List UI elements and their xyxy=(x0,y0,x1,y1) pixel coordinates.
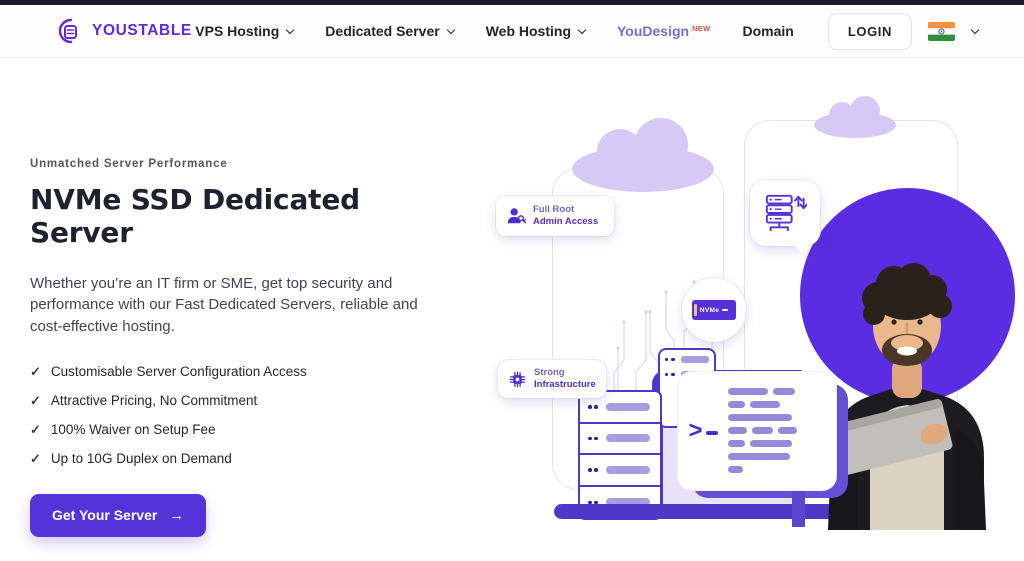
brand-name: YOUSTABLE xyxy=(92,22,192,39)
cloud-icon xyxy=(814,96,896,138)
laptop-base xyxy=(554,504,860,519)
main-nav: VPS Hosting Dedicated Server Web Hosting… xyxy=(195,23,794,39)
nav-item-web-hosting[interactable]: Web Hosting xyxy=(485,23,587,39)
strong-infrastructure-badge: Strong Infrastructure xyxy=(498,360,606,398)
nvme-ssd-icon: NVMe xyxy=(692,300,736,320)
prompt-dash xyxy=(705,431,718,435)
server-slot xyxy=(680,356,709,363)
server-rack xyxy=(578,390,662,520)
nvme-label: NVMe xyxy=(699,306,720,314)
brand-logo-icon xyxy=(58,18,77,44)
feature-item: ✓ 100% Waiver on Setup Fee xyxy=(30,422,435,438)
check-icon: ✓ xyxy=(30,421,41,437)
server-speech-bubble xyxy=(750,180,820,246)
person-photo xyxy=(828,263,986,530)
server-led xyxy=(665,372,669,377)
hero-copy: Unmatched Server Performance NVMe SSD De… xyxy=(30,158,435,537)
server-rack-unit xyxy=(580,487,660,519)
server-rack-unit xyxy=(580,392,660,424)
feature-item: ✓ Up to 10G Duplex on Demand xyxy=(30,451,435,467)
arrow-right-icon: → xyxy=(169,506,185,524)
nav-item-domain[interactable]: Domain xyxy=(742,23,793,39)
check-icon: ✓ xyxy=(30,363,41,379)
server-transfer-icon xyxy=(765,194,807,232)
nav-item-dedicated-server[interactable]: Dedicated Server xyxy=(325,23,455,39)
nav-item-label: Domain xyxy=(742,23,794,39)
server-led xyxy=(671,357,675,362)
nav-item-label: VPS Hosting xyxy=(195,23,280,39)
badge-line: Admin Access xyxy=(533,216,599,227)
nav-item-label: Dedicated Server xyxy=(325,23,440,39)
chevron-down-icon xyxy=(286,25,295,34)
admin-key-icon xyxy=(507,208,526,224)
badge-line: Full Root xyxy=(533,204,575,216)
cta-label: Get Your Server xyxy=(52,507,158,524)
feature-text: 100% Waiver on Setup Fee xyxy=(50,422,216,438)
feature-item: ✓ Customisable Server Configuration Acce… xyxy=(30,364,435,380)
server-rack-unit xyxy=(580,424,660,455)
terminal-code-lines xyxy=(728,372,836,490)
brand-logo[interactable]: YOUSTABLE xyxy=(58,18,192,44)
chip-icon xyxy=(509,371,526,387)
header-right-group: LOGIN xyxy=(827,12,980,50)
feature-text: Customisable Server Configuration Access xyxy=(50,364,307,380)
cloud-icon xyxy=(572,118,714,192)
chevron-down-icon xyxy=(970,25,980,34)
check-icon: ✓ xyxy=(30,450,41,466)
feature-text: Up to 10G Duplex on Demand xyxy=(50,451,232,467)
nav-item-label: YouDesign xyxy=(617,23,690,39)
feature-text: Attractive Pricing, No Commitment xyxy=(50,393,258,409)
nvme-dash xyxy=(722,309,729,311)
new-badge: NEW xyxy=(692,24,711,33)
language-selector[interactable] xyxy=(928,21,980,41)
badge-line: Strong xyxy=(534,367,565,379)
server-rack-unit xyxy=(580,455,660,487)
nav-item-youdesign[interactable]: YouDesign NEW xyxy=(617,23,710,39)
page-title: NVMe SSD Dedicated Server xyxy=(30,183,360,249)
prompt-icon: > xyxy=(688,417,703,444)
server-led xyxy=(665,357,669,362)
feature-list: ✓ Customisable Server Configuration Acce… xyxy=(30,364,435,467)
nav-item-vps-hosting[interactable]: VPS Hosting xyxy=(195,23,295,39)
feature-item: ✓ Attractive Pricing, No Commitment xyxy=(30,393,435,409)
full-root-admin-access-badge: Full Root Admin Access xyxy=(496,196,614,236)
terminal-stem xyxy=(792,487,805,527)
check-icon: ✓ xyxy=(30,392,41,408)
terminal-window: > xyxy=(678,372,836,490)
badge-line: Infrastructure xyxy=(534,379,596,390)
nav-item-label: Web Hosting xyxy=(485,23,571,39)
nvme-ssd-badge: NVMe xyxy=(682,278,746,342)
server-led xyxy=(671,372,675,377)
chevron-down-icon xyxy=(577,25,587,34)
get-your-server-button[interactable]: Get Your Server → xyxy=(30,493,207,537)
terminal-prompt: > xyxy=(678,372,728,490)
india-flag-icon xyxy=(928,21,955,41)
hero-eyebrow: Unmatched Server Performance xyxy=(30,158,228,170)
header: YOUSTABLE VPS Hosting Dedicated Server W… xyxy=(0,5,1024,58)
hero-description: Whether you’re an IT firm or SME, get to… xyxy=(30,275,418,335)
login-button[interactable]: LOGIN xyxy=(827,12,912,50)
top-strip xyxy=(0,0,1024,5)
chevron-down-icon xyxy=(446,25,455,34)
